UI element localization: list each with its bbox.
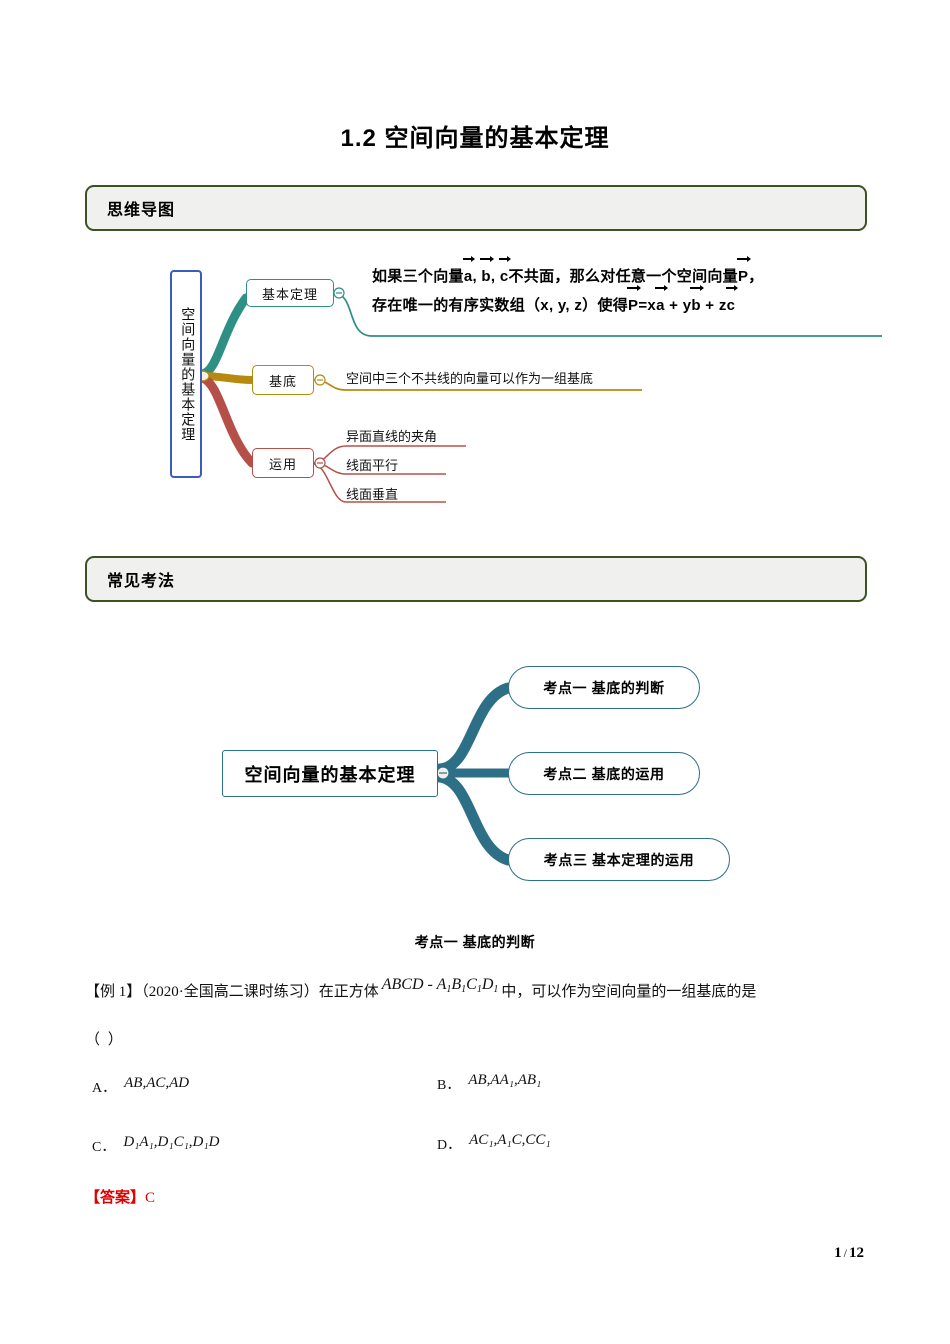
theorem-comma-2: , bbox=[490, 268, 500, 285]
cube-notation-math: ABCD - A1B1C1D1 bbox=[379, 976, 502, 995]
section-banner-exam-methods: 常见考法 bbox=[85, 556, 867, 602]
option-b-label: B． bbox=[437, 1078, 461, 1093]
mindmap-exam-node-1[interactable]: 考点一 基底的判断 bbox=[508, 666, 700, 709]
mindmap-exam-node-3[interactable]: 考点三 基本定理的运用 bbox=[508, 838, 730, 881]
section-banner-exam-methods-label: 常见考法 bbox=[107, 573, 176, 590]
mindmap-exam-center-node[interactable]: 空间向量的基本定理 bbox=[222, 750, 438, 797]
theorem-statement-line-1: 如果三个向量a, b, c不共面，那么对任意一个空间向量P， bbox=[372, 256, 882, 291]
mindmap-exam-node-1-label: 考点一 基底的判断 bbox=[543, 679, 665, 696]
question-suffix: 中，可以作为空间向量的一组基底的是 bbox=[501, 984, 757, 1000]
theorem-equation-plus-2: + z bbox=[700, 297, 727, 314]
mindmap-node-apply-label: 运用 bbox=[268, 456, 297, 472]
section-banner-mindmap-label: 思维导图 bbox=[107, 202, 176, 219]
option-c-label: C． bbox=[92, 1140, 116, 1155]
footer-current-page: 1 bbox=[834, 1245, 842, 1261]
option-b[interactable]: B． AB,AA₁,AB₁ bbox=[437, 1072, 541, 1094]
mindmap-diagram-exam-points: 空间向量的基本定理 考点一 基底的判断 考点二 基底的运用 考点三 基本定理的运… bbox=[200, 655, 780, 900]
mindmap-center-node-label: 空间向量的基本定理 bbox=[179, 306, 195, 442]
page-title: 1.2 空间向量的基本定理 bbox=[340, 125, 610, 152]
branch-line-exam-point-1 bbox=[434, 682, 514, 775]
mindmap-diagram-concepts: 空间向量的基本定理 基本定理 基底 运用 如果三个向量a, b, c不共面，那么… bbox=[150, 250, 890, 520]
cube-c1: C bbox=[466, 976, 477, 993]
theorem-text-part-3: ， bbox=[748, 268, 764, 285]
theorem-comma-1: , bbox=[472, 268, 482, 285]
vector-a-term-icon: a bbox=[655, 285, 668, 320]
cube-dash: - bbox=[423, 976, 437, 993]
mindmap-leaf-apply-2: 线面平行 bbox=[346, 458, 399, 473]
mindmap-exam-node-3-label: 考点三 基本定理的运用 bbox=[543, 851, 695, 868]
vector-p-icon: P bbox=[736, 256, 752, 291]
vector-b-term-icon: b bbox=[690, 285, 705, 320]
question-prefix: 【例 1】（2020·全国高二课时练习）在正方体 bbox=[85, 984, 379, 1000]
mindmap-node-theorem-label: 基本定理 bbox=[261, 286, 318, 302]
mindmap2-connectors-svg bbox=[434, 682, 514, 866]
cube-b1-sub: 1 bbox=[461, 984, 467, 995]
mindmap-center-node-concepts[interactable]: 空间向量的基本定理 bbox=[170, 270, 202, 478]
option-a[interactable]: A． AB,AC,AD bbox=[92, 1075, 189, 1097]
page-footer: 1/12 bbox=[834, 1245, 864, 1262]
option-d-math: AC₁,A₁C,CC₁ bbox=[469, 1132, 551, 1148]
vector-a-icon: a bbox=[462, 256, 476, 291]
vector-b-icon: b bbox=[480, 256, 495, 291]
theorem-equation-plus-1: + y bbox=[664, 297, 692, 314]
mindmap-node-theorem[interactable]: 基本定理 bbox=[246, 279, 334, 307]
mindmap-connectors-svg bbox=[194, 287, 882, 503]
option-d-label: D． bbox=[437, 1138, 462, 1153]
theorem-text-part-4: 存在唯一的有序实数组（x, y, z）使得 bbox=[372, 297, 629, 314]
vector-c-term-icon: c bbox=[725, 285, 738, 320]
cube-a1: A bbox=[436, 976, 447, 993]
mindmap-node-apply[interactable]: 运用 bbox=[252, 448, 314, 478]
mindmap-leaf-basis-description: 空间中三个不共线的向量可以作为一组基底 bbox=[346, 371, 594, 386]
exam-point-heading: 考点一 基底的判断 bbox=[414, 934, 536, 950]
theorem-statement: 如果三个向量a, b, c不共面，那么对任意一个空间向量P， 存在唯一的有序实数… bbox=[372, 256, 882, 320]
cube-abcd: ABCD bbox=[381, 976, 424, 993]
cube-d1: D bbox=[481, 976, 494, 993]
option-b-math: AB,AA₁,AB₁ bbox=[468, 1072, 542, 1088]
vector-p-result-icon: P bbox=[627, 285, 642, 320]
mindmap-leaf-apply-1: 异面直线的夹角 bbox=[346, 429, 438, 444]
theorem-text-part-2: 不共面，那么对任意一个空间向量 bbox=[508, 268, 738, 285]
mindmap-exam-node-2-label: 考点二 基底的运用 bbox=[543, 765, 665, 782]
option-d[interactable]: D． AC₁,A₁C,CC₁ bbox=[437, 1132, 551, 1154]
cube-c1-sub: 1 bbox=[476, 984, 482, 995]
option-c-math: D₁A₁,D₁C₁,D₁D bbox=[123, 1134, 220, 1150]
option-a-math: AB,AC,AD bbox=[124, 1075, 190, 1091]
footer-total-pages: 12 bbox=[849, 1245, 864, 1261]
mindmap-exam-node-2[interactable]: 考点二 基底的运用 bbox=[508, 752, 700, 795]
cube-b1: B bbox=[451, 976, 462, 993]
answer-value: C bbox=[145, 1190, 156, 1206]
theorem-equation-eq: =x bbox=[638, 297, 657, 314]
option-a-label: A． bbox=[92, 1081, 117, 1096]
question-answer-blank: （ ） bbox=[85, 1032, 125, 1048]
branch-line-theorem bbox=[197, 293, 251, 379]
mindmap-leaf-apply-3: 线面垂直 bbox=[346, 487, 399, 502]
vector-c-icon: c bbox=[498, 256, 512, 291]
branch-line-apply bbox=[197, 373, 257, 468]
mindmap-exam-center-label: 空间向量的基本定理 bbox=[244, 764, 416, 785]
cube-a1-sub: 1 bbox=[446, 984, 452, 995]
branch-line-exam-point-3 bbox=[434, 771, 514, 866]
answer-label: 【答案】 bbox=[85, 1190, 146, 1206]
cube-d1-sub: 1 bbox=[493, 984, 499, 995]
answer-line: 【答案】C bbox=[85, 1186, 155, 1207]
mindmap-node-basis[interactable]: 基底 bbox=[252, 365, 314, 395]
mindmap-node-basis-label: 基底 bbox=[268, 373, 297, 389]
theorem-text-part-1: 如果三个向量 bbox=[372, 268, 464, 285]
section-banner-mindmap: 思维导图 bbox=[85, 185, 867, 231]
option-c[interactable]: C． D₁A₁,D₁C₁,D₁D bbox=[92, 1134, 219, 1156]
theorem-statement-line-2: 存在唯一的有序实数组（x, y, z）使得P=xa + yb + zc bbox=[372, 285, 882, 320]
footer-separator: / bbox=[843, 1246, 847, 1260]
